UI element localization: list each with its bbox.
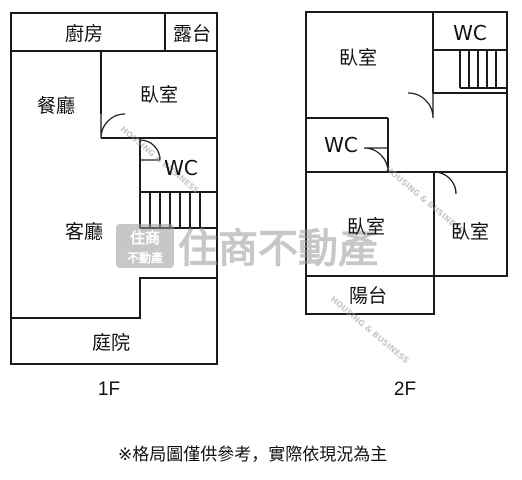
floor1-label: 1F	[98, 379, 120, 400]
floor2-label: 2F	[394, 379, 416, 400]
floor2-doors	[363, 92, 457, 195]
disclaimer-note: ※格局圖僅供參考，實際依現況為主	[118, 445, 388, 465]
room-living: 客廳	[65, 221, 103, 243]
room-dining: 餐廳	[37, 95, 75, 117]
room-wc-2f-b: WC	[324, 133, 358, 157]
floor1-walls	[10, 12, 218, 365]
room-balcony-2f: 陽台	[349, 285, 387, 307]
room-bedroom-2f-c: 臥室	[451, 221, 489, 243]
floor1-doors	[100, 113, 161, 161]
floor2-stairs	[459, 50, 507, 89]
watermark-logo-top: 住商	[130, 229, 160, 247]
room-bedroom-2f-b: 臥室	[347, 216, 385, 238]
room-bedroom-1f: 臥室	[140, 84, 178, 106]
watermark-text: 住商不動產	[178, 226, 378, 272]
watermark-logo-bottom: 不動產	[127, 250, 163, 265]
room-wc-1f: WC	[164, 156, 198, 180]
room-bedroom-2f-a: 臥室	[339, 47, 377, 69]
room-kitchen: 廚房	[65, 22, 103, 45]
floor1-stairs	[140, 192, 217, 229]
room-balcony-1f: 露台	[173, 23, 211, 45]
room-wc-2f-a: WC	[453, 21, 487, 45]
room-courtyard: 庭院	[92, 332, 130, 354]
watermark-logo: 住商 不動產	[116, 224, 174, 268]
